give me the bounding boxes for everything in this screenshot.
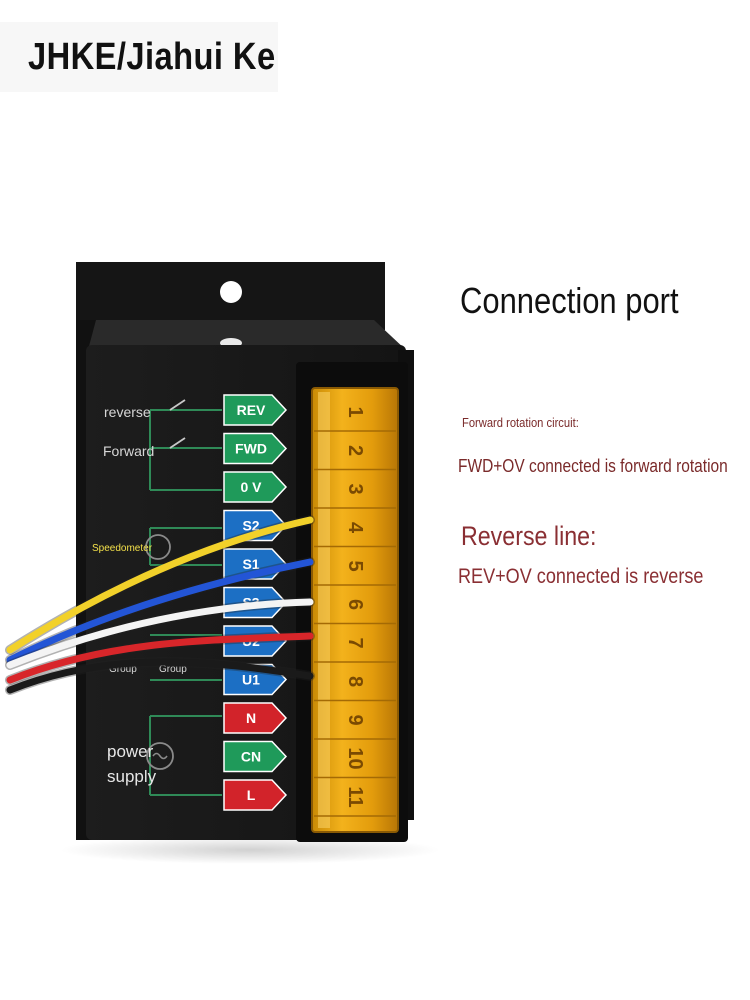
strip-number: 10 <box>344 747 366 769</box>
strip-number: 4 <box>344 522 366 534</box>
forward-rotation-description: FWD+OV connected is forward rotation <box>458 456 728 476</box>
strip-number: 6 <box>344 599 366 610</box>
terminal-label: CN <box>241 749 261 765</box>
strip-number: 9 <box>344 714 366 725</box>
wire <box>6 558 314 664</box>
terminal-label: U1 <box>242 672 260 688</box>
brand-name: JHKE/Jiahui Ke <box>28 36 276 78</box>
terminal-badge-l: L <box>223 779 288 811</box>
terminal-badge-fwd: FWD <box>223 432 288 465</box>
terminal-label: REV <box>237 402 266 418</box>
cover-highlight <box>318 392 330 828</box>
wire <box>6 516 314 654</box>
terminal-label: S1 <box>242 556 259 572</box>
strip-number: 3 <box>344 483 366 494</box>
wire <box>6 658 314 694</box>
terminal-label: 0 V <box>240 479 262 495</box>
connection-port-title: Connection port <box>460 280 679 321</box>
speedometer-symbol <box>145 534 171 560</box>
connected-wires <box>5 515 315 695</box>
terminal-badge-cn: CN <box>223 740 288 773</box>
terminal-badge-n: N <box>223 702 288 734</box>
reverse-line-description: REV+OV connected is reverse <box>458 565 704 588</box>
group-label-a: Group <box>109 664 137 675</box>
forward-label: Forward <box>103 443 154 459</box>
speedometer-label: Speedometer <box>92 543 153 554</box>
power-label: power <box>107 742 154 761</box>
strip-number: 1 <box>344 406 366 417</box>
schematic-lines <box>149 409 222 796</box>
terminal-label: FWD <box>235 441 267 457</box>
terminal-label: S2 <box>242 518 259 534</box>
group-label-b: Group <box>159 664 187 675</box>
strip-number: 5 <box>344 560 366 571</box>
strip-numbers: 1 2 3 4 5 6 7 8 9 10 11 <box>314 406 396 817</box>
strip-number: 8 <box>344 676 366 687</box>
reverse-label: reverse <box>104 404 151 420</box>
ac-wave-icon <box>152 752 168 760</box>
forward-rotation-heading: Forward rotation circuit: <box>462 415 579 430</box>
mounting-hole <box>220 281 242 303</box>
reverse-line-heading: Reverse line: <box>461 521 597 551</box>
amber-terminal-cover <box>311 387 399 833</box>
power-symbol <box>146 742 174 770</box>
terminal-badge-0v: 0 V <box>223 471 288 503</box>
case-top-bevel <box>88 320 406 350</box>
floor-shadow <box>60 836 440 864</box>
terminal-badge-rev: REV <box>223 394 288 426</box>
wire <box>6 598 314 669</box>
wire <box>6 632 314 684</box>
terminal-label: N <box>246 710 256 726</box>
brand-banner <box>0 22 278 92</box>
supply-label: supply <box>107 767 157 786</box>
switch-symbols <box>169 399 186 449</box>
strip-number: 2 <box>344 445 366 456</box>
strip-number: 11 <box>344 786 366 807</box>
strip-number: 7 <box>344 637 366 648</box>
terminal-label: L <box>247 787 256 803</box>
